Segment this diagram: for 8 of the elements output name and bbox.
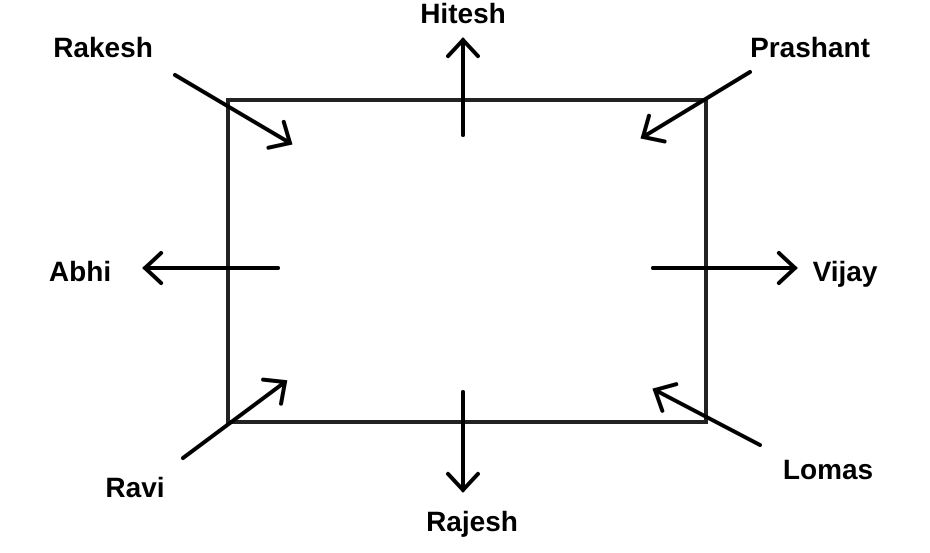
person-name: Hitesh bbox=[420, 0, 506, 28]
person-name: Rakesh bbox=[53, 34, 153, 62]
person-name: Prashant bbox=[750, 34, 870, 62]
person-name: Abhi bbox=[48, 258, 112, 286]
person-name: Lomas bbox=[782, 456, 874, 484]
person-name: Rajesh bbox=[426, 508, 518, 536]
person-name: Ravi bbox=[105, 474, 165, 502]
person-name: Vijay bbox=[812, 258, 878, 286]
